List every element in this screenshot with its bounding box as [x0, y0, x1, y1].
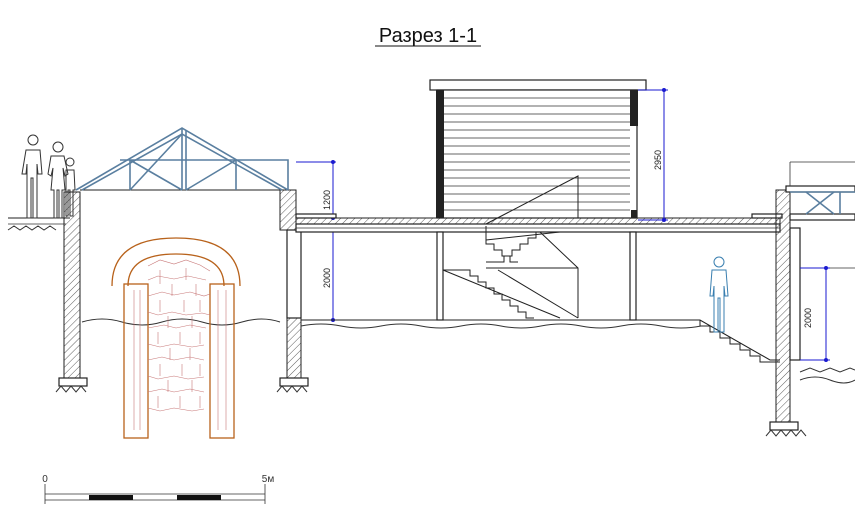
dimension-label-pavilion-height: 2950: [653, 150, 663, 170]
dimension-2950: 2950: [638, 88, 668, 222]
brick-arch: [111, 237, 241, 439]
lower-grade: [300, 323, 702, 329]
lower-floor-line: [301, 319, 780, 361]
dimension-label-basement-left: 2000: [322, 268, 332, 288]
column-right: [629, 231, 637, 321]
left-wall: [55, 191, 88, 393]
scale-bar: 0 5м: [42, 474, 274, 504]
dimension-1200: 1200: [296, 160, 336, 220]
dimension-label-basement-right: 2000: [803, 308, 813, 328]
stone-masonry: [133, 259, 227, 430]
dimension-2000-left: 2000: [303, 226, 336, 322]
scale-end-label: 5м: [262, 474, 275, 485]
upper-pavilion: [429, 79, 647, 219]
exterior-stair-right: [699, 320, 780, 363]
person-figure-right: [709, 256, 729, 333]
dimension-label-roof-height: 1200: [322, 190, 332, 210]
left-roof-frame: [75, 127, 289, 191]
scale-start-label: 0: [42, 474, 48, 485]
left-ground: [7, 217, 70, 231]
left-grade-line: [81, 318, 281, 326]
column-left: [436, 231, 444, 321]
interior-stairs: [442, 175, 579, 319]
right-wall: [765, 161, 855, 437]
drawing-title: Разрез 1-1: [379, 25, 477, 47]
dimension-2000-right: 2000: [800, 266, 830, 362]
